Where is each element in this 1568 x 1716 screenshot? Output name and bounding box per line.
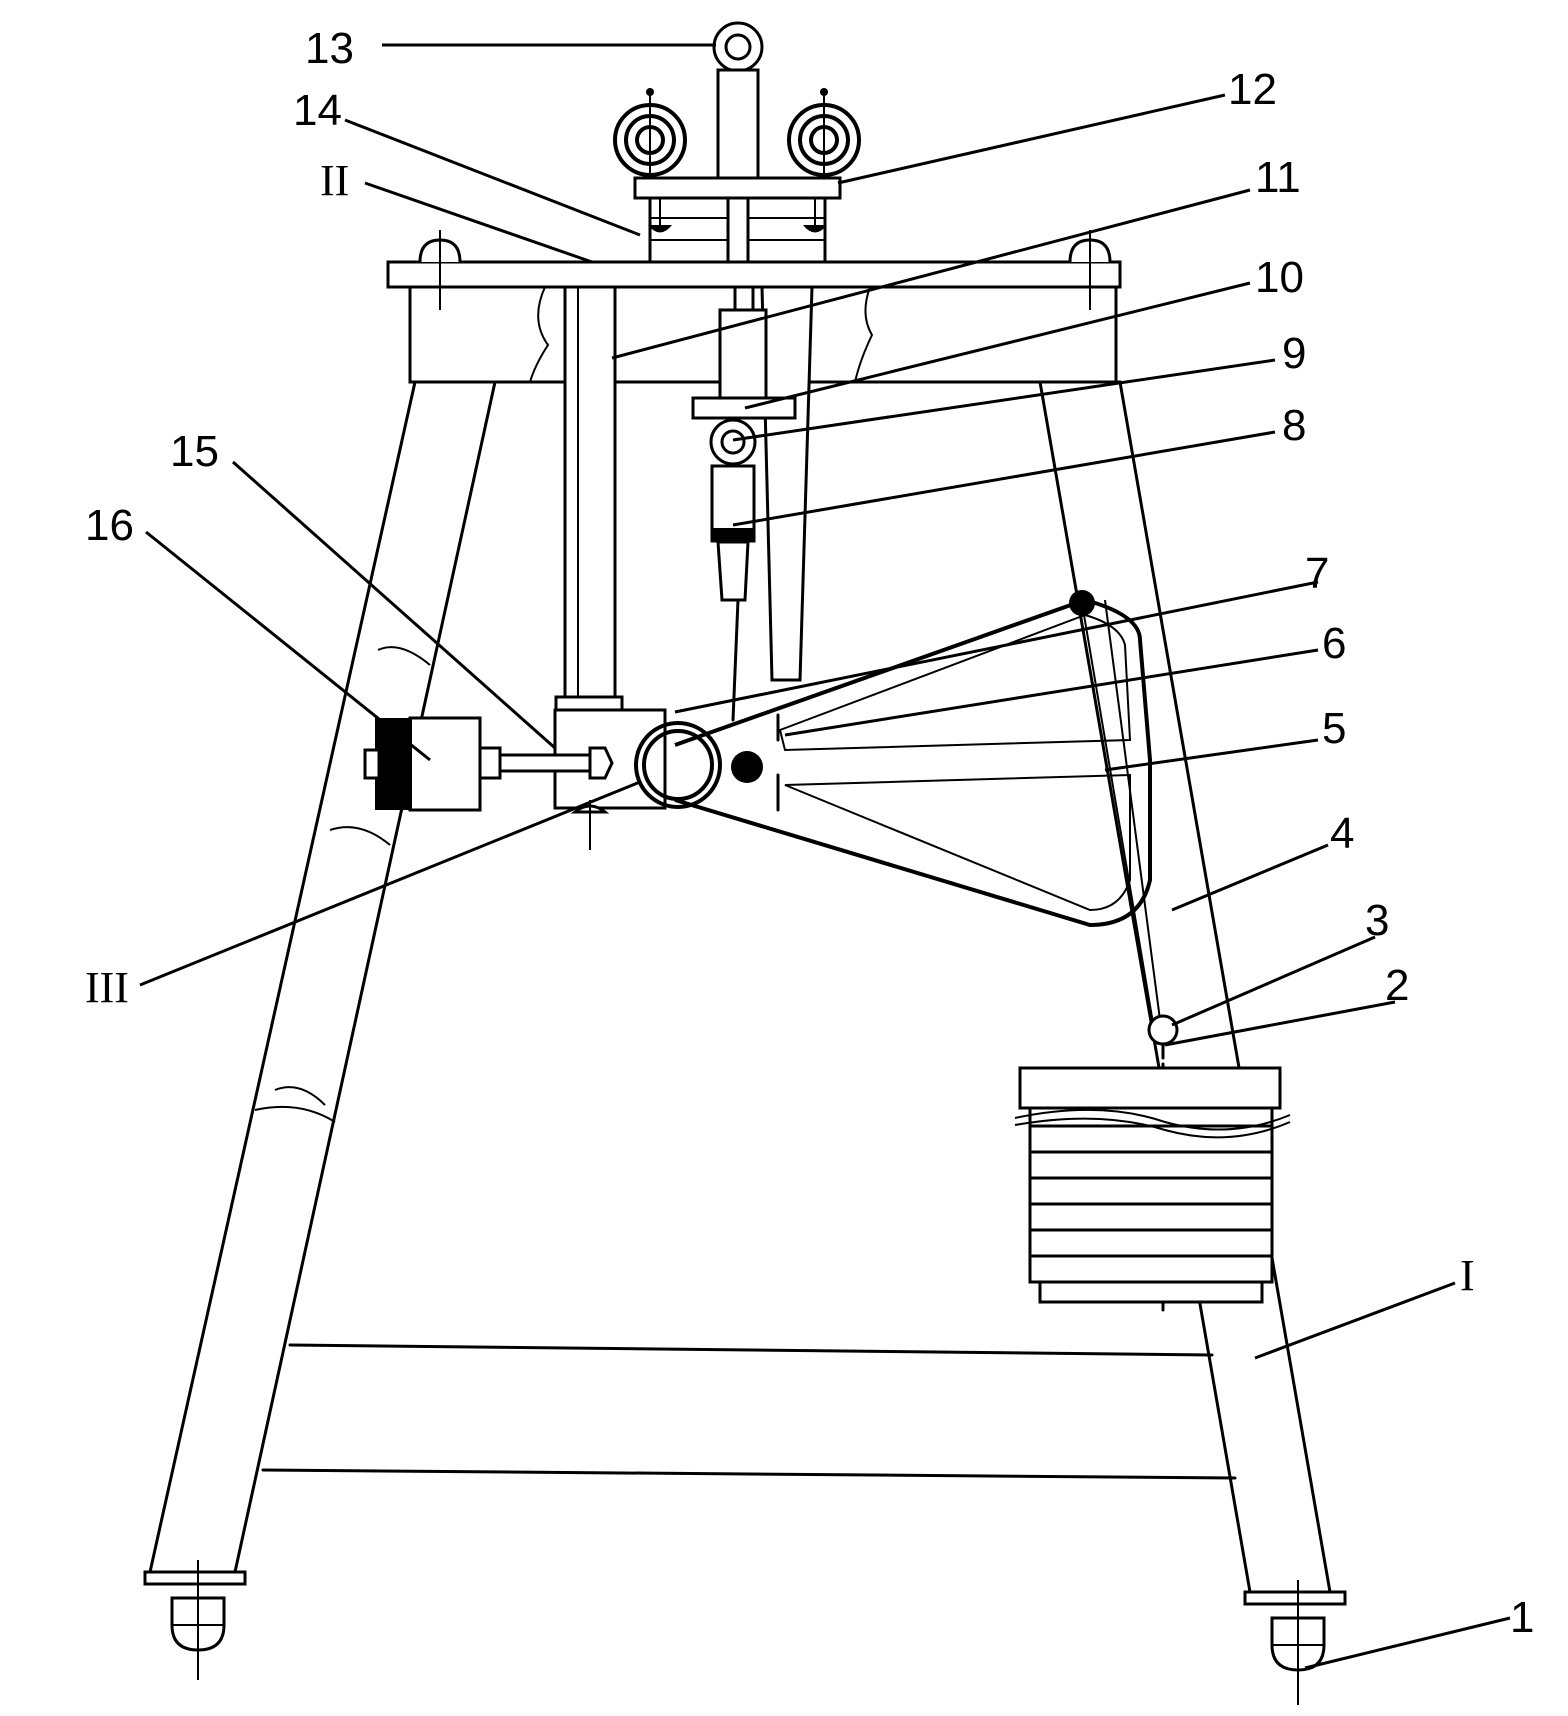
label-roman-1: I [1460,1251,1475,1300]
label-13: 13 [305,24,354,73]
label-12: 12 [1228,65,1277,114]
label-15: 15 [170,427,219,476]
label-5: 5 [1322,704,1346,753]
label-7: 7 [1305,549,1329,598]
label-8: 8 [1282,401,1306,450]
upper-assembly [613,21,861,264]
label-2: 2 [1385,961,1409,1010]
label-16: 16 [85,501,134,550]
label-1: 1 [1510,1593,1534,1642]
label-roman-3: III [85,963,129,1012]
label-6: 6 [1322,619,1346,668]
support-columns [554,285,814,721]
label-4: 4 [1330,809,1354,858]
cross-braces [261,1343,1237,1480]
pivot-assembly [553,708,763,850]
label-10: 10 [1255,253,1304,302]
label-9: 9 [1282,329,1306,378]
right-leg [1038,380,1347,1705]
label-3: 3 [1365,896,1389,945]
label-roman-2: II [320,156,349,205]
label-11: 11 [1255,153,1301,202]
counterweight-arm [363,716,614,812]
pendulum-frame [674,590,1163,1036]
leader-lines [139,43,1511,1670]
callout-labels: 1 2 3 4 5 6 7 8 9 10 11 12 13 14 15 16 I… [85,24,1534,1642]
left-leg [143,380,497,1680]
weight-stack [1014,1014,1291,1312]
label-14: 14 [293,86,342,135]
